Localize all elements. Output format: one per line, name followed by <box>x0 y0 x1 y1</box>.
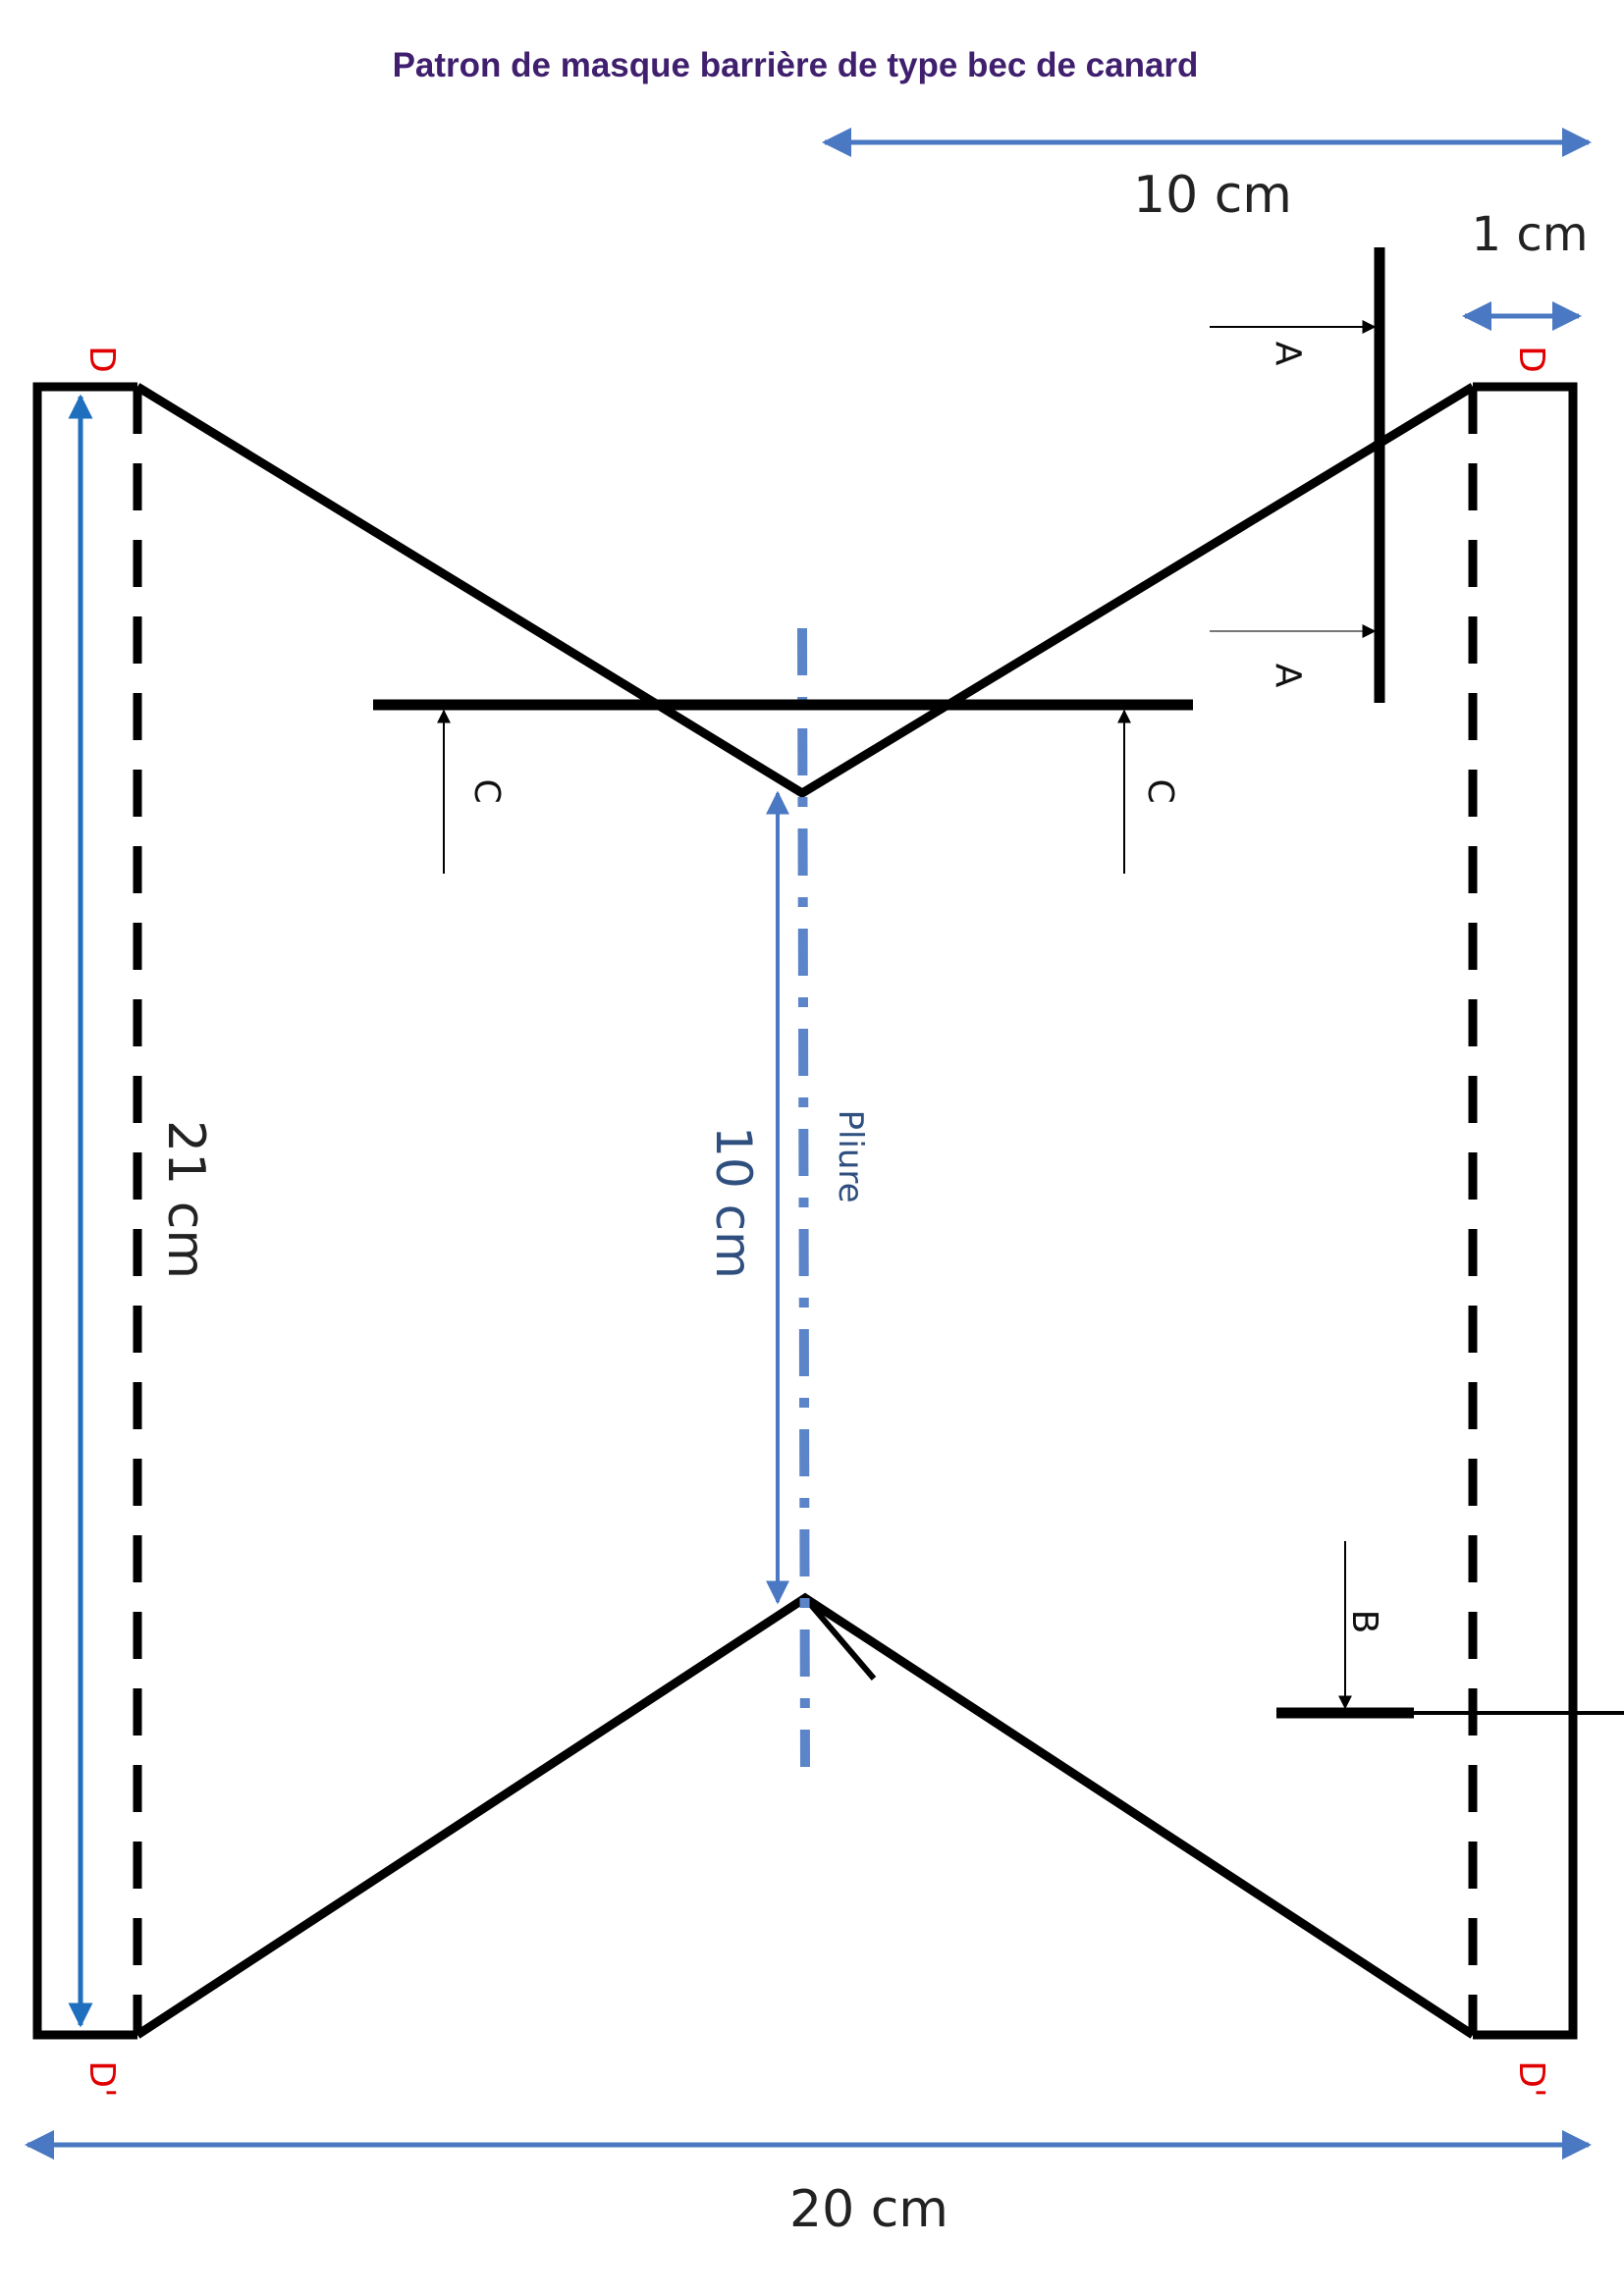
section-a-top-label: A <box>1268 342 1308 366</box>
section-c-left-label: C <box>466 778 507 803</box>
seam-width-label: 1 cm <box>1472 207 1589 262</box>
fold-label: Pliure <box>831 1109 870 1202</box>
point-d-top-left: D <box>81 346 122 373</box>
right-outer-edge <box>1473 382 1578 2040</box>
point-d-top-right: D <box>1511 346 1551 373</box>
point-d-bottom-right: D' <box>1511 2060 1551 2098</box>
section-c-right-label: C <box>1140 778 1180 803</box>
section-a-bottom-label: A <box>1268 664 1308 688</box>
top-v-cut <box>135 383 1476 799</box>
bottom-width-label: 20 cm <box>789 2180 948 2239</box>
height-label: 21 cm <box>156 1120 215 1279</box>
section-b-label: B <box>1344 1610 1384 1634</box>
point-d-bottom-left: D' <box>81 2060 122 2098</box>
bottom-v-mark <box>802 1596 877 1681</box>
page-title: Patron de masque barrière de type bec de… <box>393 46 1199 84</box>
left-outer-edge <box>32 382 137 2040</box>
center-height-label: 10 cm <box>705 1126 762 1279</box>
fold-line <box>797 627 810 1768</box>
top-width-label: 10 cm <box>1133 166 1292 225</box>
